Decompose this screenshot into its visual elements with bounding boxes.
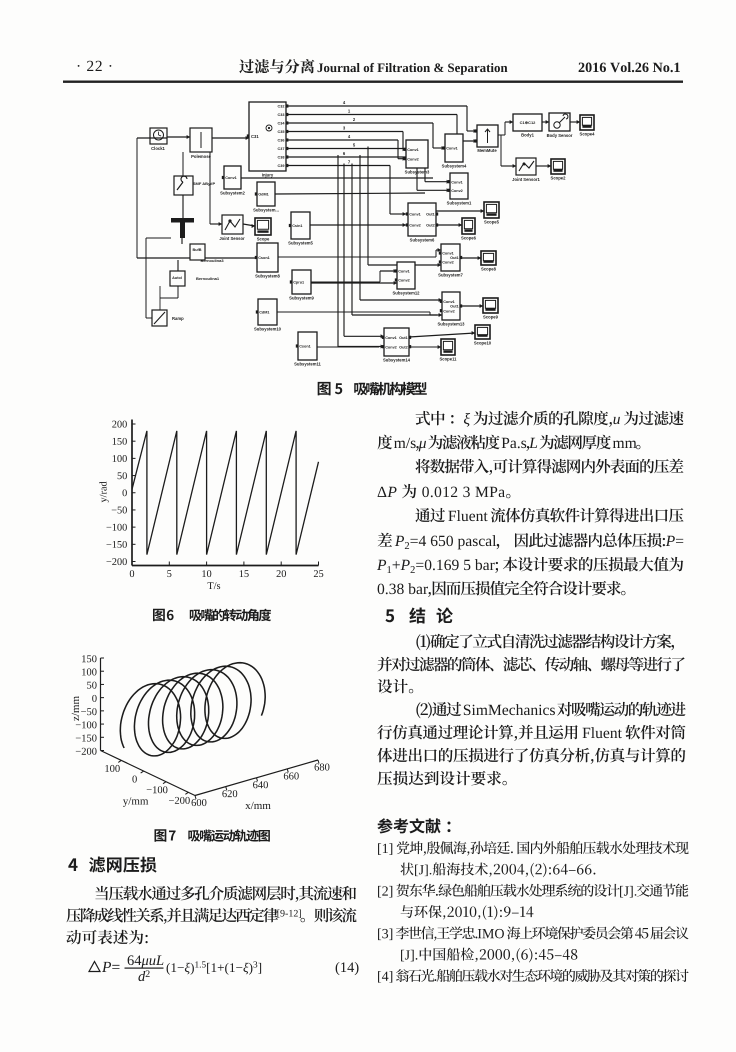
- svg-text:Cson1: Cson1: [299, 345, 311, 349]
- svg-text:Scope4: Scope4: [580, 132, 596, 137]
- svg-text:C38: C38: [278, 156, 285, 160]
- svg-text:Body1: Body1: [521, 133, 534, 138]
- svg-text:C36: C36: [278, 139, 285, 143]
- svg-text:C34: C34: [278, 122, 286, 126]
- svg-text:Ramp: Ramp: [172, 316, 184, 321]
- svg-text:C1⊕C12: C1⊕C12: [520, 120, 537, 125]
- svg-text:Conv1: Conv1: [443, 300, 455, 304]
- svg-text:Scope8: Scope8: [481, 267, 497, 272]
- svg-text:Subsystem7: Subsystem7: [438, 273, 463, 278]
- svg-text:Subsystem10: Subsystem10: [254, 327, 282, 332]
- svg-text:Out1: Out1: [426, 213, 435, 217]
- svg-text:Scope11: Scope11: [440, 357, 458, 362]
- svg-text:Scope5: Scope5: [484, 220, 500, 225]
- svg-text:Subsystem6: Subsystem6: [410, 238, 435, 243]
- svg-text:Conv2: Conv2: [442, 261, 454, 265]
- svg-text:Conv2: Conv2: [407, 157, 419, 161]
- svg-text:Out2: Out2: [399, 345, 408, 349]
- svg-text:Conv1: Conv1: [398, 270, 410, 274]
- svg-text:Conv1: Conv1: [225, 176, 237, 180]
- svg-text:Out2: Out2: [426, 224, 435, 228]
- svg-text:Conv2: Conv2: [385, 345, 397, 349]
- svg-text:C33: C33: [278, 113, 285, 117]
- svg-text:Bernoulina3: Bernoulina3: [200, 258, 224, 263]
- svg-text:C39: C39: [278, 164, 285, 168]
- svg-text:Injury: Injury: [262, 173, 274, 178]
- svg-text:CdM1: CdM1: [259, 311, 269, 315]
- svg-text:Conv1: Conv1: [451, 180, 463, 184]
- svg-text:Autol: Autol: [172, 276, 182, 280]
- svg-text:Joint Sensor1: Joint Sensor1: [512, 177, 540, 182]
- svg-text:C31: C31: [251, 134, 259, 139]
- svg-text:OdM1: OdM1: [258, 193, 269, 197]
- svg-text:Subsystem1: Subsystem1: [447, 201, 472, 206]
- svg-text:Scope6: Scope6: [461, 236, 477, 241]
- svg-text:Subsystem9: Subsystem9: [289, 296, 314, 301]
- svg-text:Subsystem12: Subsystem12: [393, 291, 421, 296]
- svg-text:Subsystem3: Subsystem3: [405, 170, 430, 175]
- svg-text:4: 4: [343, 100, 346, 105]
- svg-text:1: 1: [348, 109, 351, 114]
- svg-text:Cpru1: Cpru1: [293, 281, 304, 285]
- svg-text:3: 3: [343, 126, 346, 131]
- svg-text:Scope2: Scope2: [551, 176, 567, 181]
- svg-text:6: 6: [343, 151, 346, 156]
- svg-text:Conv1: Conv1: [385, 336, 397, 340]
- svg-text:Subsystem4: Subsystem4: [442, 164, 467, 169]
- svg-text:Subsystem11: Subsystem11: [294, 362, 321, 367]
- svg-text:Subsystem5: Subsystem5: [288, 241, 313, 246]
- svg-text:MemMute: MemMute: [477, 148, 497, 153]
- svg-text:Subsystem13: Subsystem13: [438, 322, 466, 327]
- svg-text:Joint Sensor: Joint Sensor: [219, 236, 245, 241]
- svg-text:BufB: BufB: [192, 248, 201, 252]
- svg-text:Out1: Out1: [450, 256, 459, 260]
- svg-text:C35: C35: [278, 130, 285, 134]
- svg-text:Subsystem...: Subsystem...: [253, 208, 279, 213]
- svg-text:Clock1: Clock1: [151, 146, 165, 151]
- svg-text:5: 5: [353, 143, 356, 148]
- svg-text:Scope10: Scope10: [474, 341, 492, 346]
- svg-text:Subsystem14: Subsystem14: [383, 358, 411, 363]
- svg-text:Subsystem2: Subsystem2: [220, 191, 245, 196]
- svg-text:Conv1: Conv1: [409, 213, 421, 217]
- svg-text:Conv1: Conv1: [446, 147, 458, 151]
- svg-text:2: 2: [353, 117, 356, 122]
- svg-text:Cson1: Cson1: [258, 256, 270, 260]
- svg-text:Conv2: Conv2: [398, 279, 410, 283]
- svg-text:Conv2: Conv2: [451, 189, 463, 193]
- svg-text:Out1: Out1: [399, 336, 408, 340]
- svg-text:Conv2: Conv2: [409, 224, 421, 228]
- svg-text:Out1: Out1: [450, 305, 459, 309]
- svg-text:Scope9: Scope9: [483, 315, 499, 320]
- svg-text:C37: C37: [278, 147, 285, 151]
- svg-text:Subsystem8: Subsystem8: [255, 274, 280, 279]
- svg-text:4: 4: [348, 134, 351, 139]
- svg-text:Scope: Scope: [257, 237, 270, 242]
- svg-text:Body Sensor: Body Sensor: [547, 133, 573, 138]
- svg-text:Conv1: Conv1: [442, 252, 454, 256]
- svg-text:7: 7: [348, 160, 351, 165]
- svg-text:Bernoulina1: Bernoulina1: [196, 276, 220, 281]
- svg-text:Conv2: Conv2: [443, 309, 455, 313]
- svg-text:Conv1: Conv1: [407, 148, 419, 152]
- svg-text:SMF ABy#P: SMF ABy#P: [193, 181, 216, 186]
- svg-text:Polemose: Polemose: [191, 154, 211, 159]
- svg-text:Csin1: Csin1: [292, 224, 302, 228]
- svg-text:C32: C32: [278, 105, 285, 109]
